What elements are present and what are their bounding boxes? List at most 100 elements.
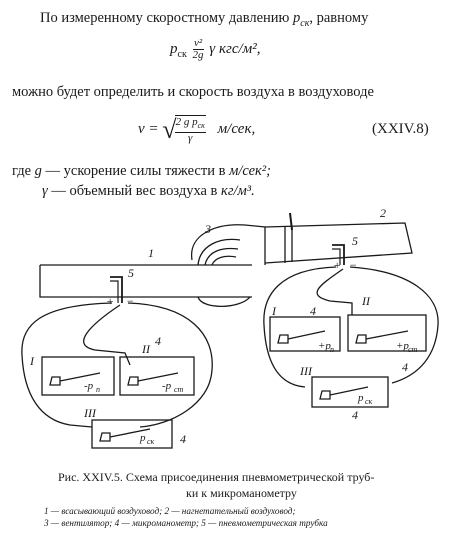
text-line-2: можно будет определить и скорость воздух… — [12, 84, 374, 100]
fan-curve-3 — [211, 255, 237, 266]
roman-1-left: I — [29, 354, 35, 368]
plus-right: + — [333, 258, 341, 272]
fan-housing — [191, 224, 266, 265]
manometer-r1 — [269, 316, 341, 352]
f2-fraction: 2 g pск γ — [174, 115, 206, 144]
f1-num: v² — [192, 37, 204, 50]
manometer-r3 — [311, 376, 389, 408]
hose-right-outer — [263, 266, 337, 388]
manometer-r3-tube — [319, 386, 369, 400]
label-pn-left: -p — [84, 380, 94, 392]
pitot-tube-right — [332, 244, 345, 265]
p-sub: ск — [300, 17, 310, 29]
equation-number: (XXIV.8) — [372, 121, 429, 137]
label-pst-right: +p — [396, 340, 409, 352]
minus-right: − — [349, 258, 357, 272]
where1-b: — ускорение силы тяжести в — [45, 163, 226, 179]
f2-num: 2 g pск — [174, 116, 206, 133]
roman-2-right: II — [361, 294, 371, 308]
f2-den: γ — [188, 131, 193, 144]
manometer-3 — [91, 419, 173, 449]
manometer-1 — [41, 356, 115, 396]
manometer-r1-tube — [277, 330, 326, 344]
f2-unit: м/сек, — [217, 121, 256, 137]
label-5-right: 5 — [352, 234, 358, 248]
schematic-diagram: 1 2 3 5 5 + − + − I II III 4 4 -p п -p с… — [21, 206, 439, 449]
where2-gamma: γ — [42, 183, 48, 199]
f1-gamma: γ — [209, 40, 216, 57]
label-2: 2 — [380, 206, 386, 220]
f1-p: p — [170, 40, 178, 57]
roman-3-left: III — [83, 406, 97, 420]
hose-right-mid — [316, 268, 353, 315]
where1-a: где — [12, 163, 32, 179]
manometer-2-tube — [127, 372, 179, 386]
manometer-3-tube — [99, 428, 151, 442]
fan-bottom — [197, 296, 251, 307]
duct-1-outline — [39, 265, 252, 298]
roman-1-right: I — [271, 304, 277, 318]
manometer-r2 — [347, 314, 427, 352]
label-4-right-b: 4 — [402, 360, 408, 374]
minus-left: − — [126, 294, 134, 308]
p-var: p — [293, 10, 301, 26]
roman-3-right: III — [299, 364, 313, 378]
f1-unit: кгс/м², — [218, 40, 261, 57]
pitot-tube-left — [110, 276, 123, 303]
line1-text: По измеренному скоростному давлению — [40, 10, 290, 26]
label-5-left: 5 — [128, 266, 134, 280]
fan-curve-1 — [197, 238, 241, 266]
label-3: 3 — [204, 222, 211, 236]
f2-num-text: 2 g p — [175, 116, 198, 129]
hose-left-mid — [83, 304, 131, 366]
label-pn-right-sub: п — [330, 345, 334, 354]
f2-v: v = — [138, 121, 159, 137]
sqrt-icon: √ — [162, 115, 177, 144]
duct-2-outline — [264, 222, 413, 264]
manometer-2 — [119, 356, 195, 396]
figure-legend-1: 1 — всасывающий воздуховод; 2 — нагнетат… — [44, 506, 296, 516]
manometer-1-tube — [49, 372, 101, 386]
label-pck-right: p — [357, 392, 364, 404]
label-4-right-c: 4 — [352, 408, 358, 422]
line1-end: , равному — [309, 10, 369, 26]
label-pst-left: -p — [162, 380, 172, 392]
label-4-left-a: 4 — [155, 334, 161, 348]
figure-legend-2: 3 — вентилятор; 4 — микроманометр; 5 — п… — [44, 518, 328, 528]
formula-2: v = √ 2 g pск γ м/сек, — [138, 110, 255, 146]
plus-left: + — [106, 294, 114, 308]
hose-right-right — [349, 266, 439, 384]
f1-den: 2g — [192, 49, 204, 61]
manometer-r2-tube — [355, 330, 409, 344]
label-pst-right-sub: ст — [408, 345, 418, 354]
where-line-1: где g — ускорение силы тяжести в м/сек²; — [12, 163, 271, 180]
roman-2-left: II — [141, 342, 151, 356]
text-line-1: По измеренному скоростному давлению pск,… — [40, 10, 368, 29]
figure-caption-2: ки к микроманометру — [186, 486, 297, 500]
label-1: 1 — [148, 246, 154, 260]
fan-curve-2 — [204, 247, 239, 266]
label-pn-right: +p — [318, 340, 331, 352]
label-4-right-a: 4 — [310, 304, 316, 318]
label-4-left-b: 4 — [180, 432, 186, 446]
hose-left-outer — [21, 302, 113, 428]
label-pn-left-sub: п — [96, 385, 100, 394]
label-pck-left-sub: ск — [147, 437, 155, 446]
label-pck-right-sub: ск — [365, 397, 373, 406]
figure-caption-1: Рис. XXIV.5. Схема присоединения пневмом… — [58, 470, 375, 484]
f1-fraction: v² 2g — [192, 37, 204, 61]
where2-unit: кг/м³. — [221, 183, 255, 199]
f1-sub: ск — [177, 48, 187, 60]
f2-num-sub: ск — [197, 121, 205, 131]
where-line-2: γ — объемный вес воздуха в кг/м³. — [42, 183, 255, 200]
where2-b: — объемный вес воздуха в — [51, 183, 218, 199]
where1-g: g — [34, 163, 42, 179]
formula-1: pск v² 2g γ кгс/м², — [170, 38, 260, 61]
duct-2-marker — [289, 212, 293, 231]
label-pst-left-sub: ст — [174, 385, 184, 394]
hose-left-right — [127, 302, 213, 428]
label-pck-left: p — [139, 432, 146, 444]
pitot-tube-right-inner — [332, 248, 341, 265]
pitot-tube-left-inner — [110, 280, 119, 303]
where1-unit: м/сек²; — [229, 163, 271, 179]
